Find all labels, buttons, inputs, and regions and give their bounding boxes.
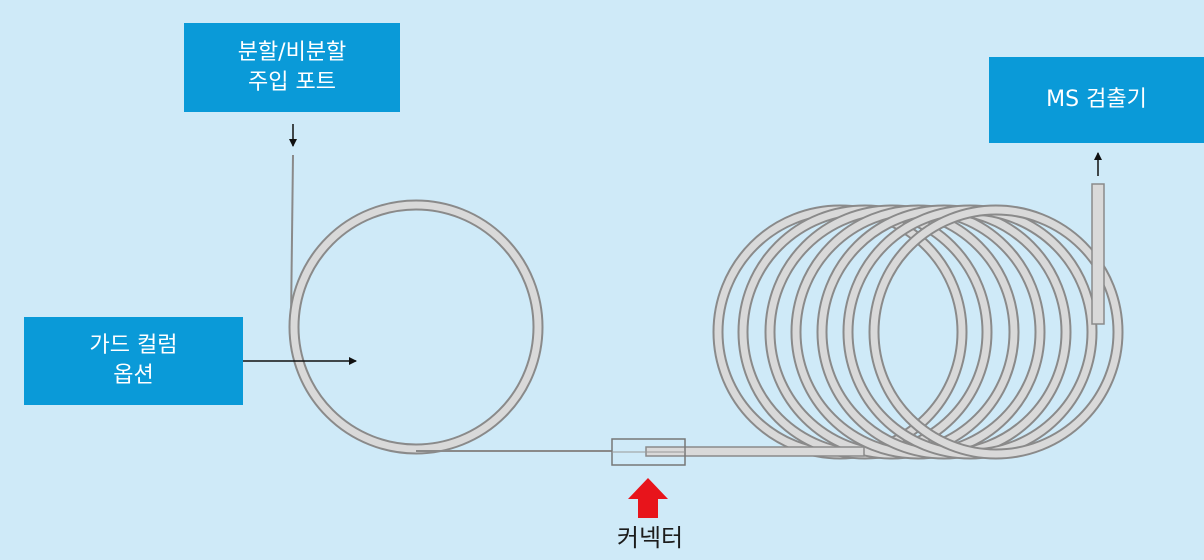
guard-column-line2: 옵션 xyxy=(113,363,154,388)
analytical-column-coils xyxy=(712,204,1124,460)
injection-port-line1: 분할/비분할 xyxy=(237,39,347,65)
coil-turn-fill xyxy=(739,206,991,458)
ms-detector-text: MS 검출기 xyxy=(1046,87,1147,112)
guard-column-loop xyxy=(288,199,544,455)
coil-turn-fill xyxy=(792,206,1044,458)
connector-arrow-icon xyxy=(628,478,668,518)
connector-label: 커넥터 xyxy=(616,524,684,552)
coil-turn-fill xyxy=(766,206,1018,458)
ms-outlet-tube xyxy=(1091,183,1105,325)
injection-port-line2: 주입 포트 xyxy=(248,69,336,95)
ms-detector-label: MS 검출기 xyxy=(989,57,1204,143)
coil-turn-fill xyxy=(818,206,1070,458)
guard-column-line1: 가드 컬럼 xyxy=(89,333,178,358)
coil-turn-fill xyxy=(870,206,1122,458)
coil-turn-fill xyxy=(714,206,966,458)
connector-fitting xyxy=(611,438,686,466)
injection-port-label: 분할/비분할 주입 포트 xyxy=(184,23,400,112)
guard-column-label: 가드 컬럼 옵션 xyxy=(24,317,243,405)
coil-turn-fill xyxy=(844,206,1096,458)
inlet-tube xyxy=(290,154,294,321)
